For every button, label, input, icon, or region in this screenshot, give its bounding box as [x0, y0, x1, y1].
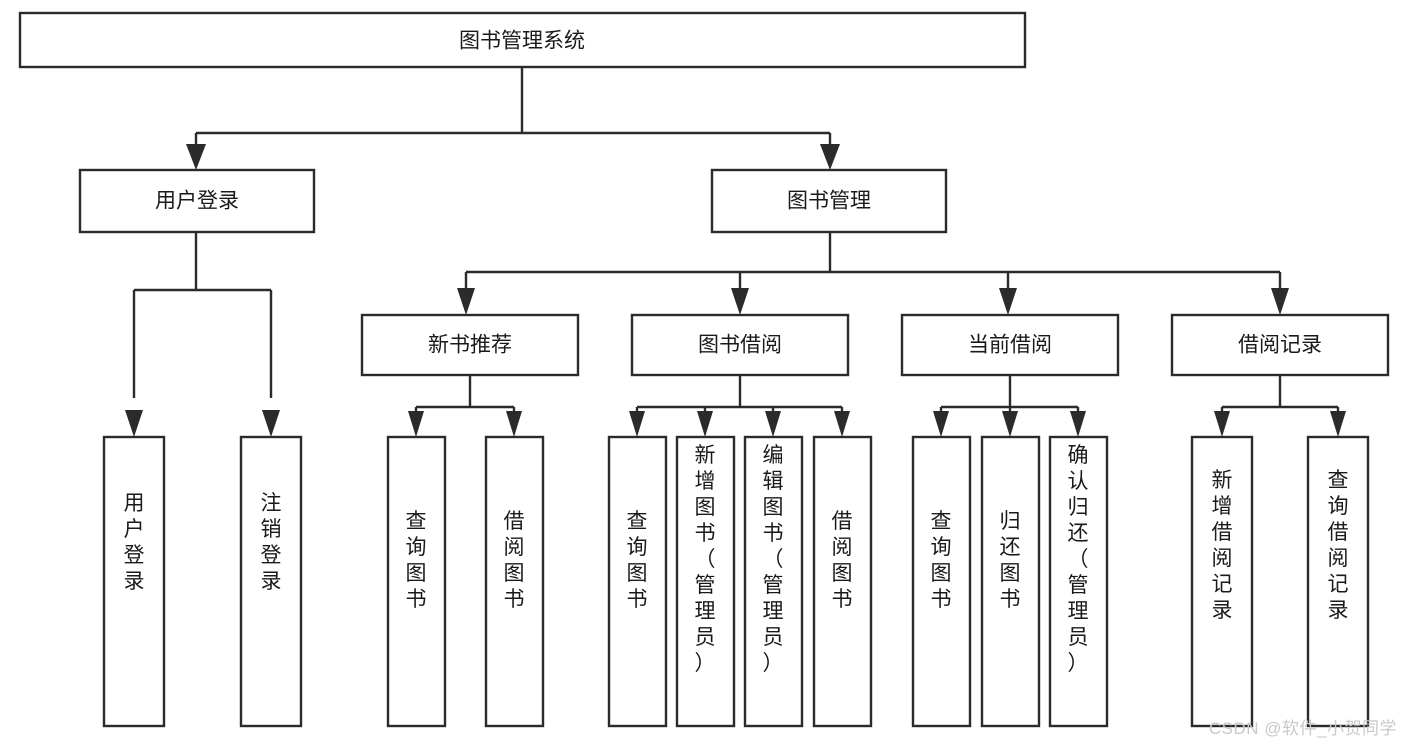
- node-leaf-add-book-label: 新增图书（管理员）: [695, 444, 716, 675]
- arrowhead-leaf-query-book-1: [408, 411, 424, 437]
- watermark-text: CSDN @软件_小贺同学: [1208, 719, 1397, 738]
- node-book-management-box[interactable]: [710, 168, 948, 234]
- node-leaf-confirm-return-label: 确认归还（管理员）: [1068, 444, 1089, 675]
- node-leaf-logout-login-box[interactable]: [239, 435, 303, 728]
- node-leaf-query-record-label: 查询借阅记录: [1328, 469, 1349, 622]
- arrowhead-book-borrow: [731, 288, 749, 315]
- node-book-management-label: 图书管理: [787, 190, 871, 213]
- node-leaf-borrow-book-1-box[interactable]: [484, 435, 545, 728]
- node-root[interactable]: 图书管理系统: [18, 11, 1027, 69]
- arrowhead-leaf-logout-login: [262, 410, 280, 437]
- node-leaf-query-book-3[interactable]: 查询图书: [911, 435, 972, 728]
- node-leaf-edit-book-label: 编辑图书（管理员）: [763, 444, 784, 675]
- node-leaf-confirm-return[interactable]: 确认归还（管理员）: [1048, 435, 1109, 728]
- node-new-book-recommend-box[interactable]: [360, 313, 580, 377]
- node-book-management[interactable]: 图书管理: [710, 168, 948, 234]
- node-leaf-query-book-3-box[interactable]: [911, 435, 972, 728]
- node-user-login-box[interactable]: [78, 168, 316, 234]
- node-leaf-return-book-box[interactable]: [980, 435, 1041, 728]
- node-leaf-add-record-label: 新增借阅记录: [1212, 469, 1233, 622]
- node-leaf-borrow-book-1-label: 借阅图书: [504, 510, 525, 611]
- node-root-box[interactable]: [18, 11, 1027, 69]
- node-current-borrow[interactable]: 当前借阅: [900, 313, 1120, 377]
- node-leaf-borrow-book-2-box[interactable]: [812, 435, 873, 728]
- node-leaf-user-login[interactable]: 用户登录: [102, 435, 166, 728]
- node-leaf-borrow-book-2-label: 借阅图书: [832, 510, 853, 611]
- node-leaf-query-book-1-box[interactable]: [386, 435, 447, 728]
- node-new-book-recommend-label: 新书推荐: [428, 334, 512, 357]
- arrowhead-leaf-edit-book: [765, 411, 781, 437]
- arrowhead-user-login: [186, 144, 206, 170]
- node-leaf-add-book-box[interactable]: [675, 435, 736, 728]
- node-current-borrow-label: 当前借阅: [968, 334, 1052, 357]
- arrowhead-borrow-record: [1271, 288, 1289, 315]
- arrowhead-leaf-confirm-return: [1070, 411, 1086, 437]
- node-leaf-borrow-book-1[interactable]: 借阅图书: [484, 435, 545, 728]
- node-leaf-query-book-1[interactable]: 查询图书: [386, 435, 447, 728]
- node-leaf-user-login-box[interactable]: [102, 435, 166, 728]
- arrowhead-leaf-borrow-book-2: [834, 411, 850, 437]
- node-leaf-borrow-book-2[interactable]: 借阅图书: [812, 435, 873, 728]
- node-leaf-logout-login[interactable]: 注销登录: [239, 435, 303, 728]
- node-root-label: 图书管理系统: [459, 30, 585, 53]
- node-user-login[interactable]: 用户登录: [78, 168, 316, 234]
- arrowhead-leaf-borrow-book-1: [506, 411, 522, 437]
- arrowhead-leaf-query-record: [1330, 411, 1346, 437]
- arrowhead-leaf-query-book-2: [629, 411, 645, 437]
- arrowhead-leaf-return-book: [1002, 411, 1018, 437]
- node-user-login-label: 用户登录: [155, 190, 239, 213]
- node-borrow-record-box[interactable]: [1170, 313, 1390, 377]
- node-leaf-logout-login-label: 注销登录: [261, 492, 282, 593]
- node-book-borrow[interactable]: 图书借阅: [630, 313, 850, 377]
- arrowhead-leaf-user-login: [125, 410, 143, 437]
- connector-group: [125, 67, 1346, 437]
- node-leaf-query-record[interactable]: 查询借阅记录: [1306, 435, 1370, 728]
- node-borrow-record-label: 借阅记录: [1238, 334, 1322, 357]
- node-leaf-return-book-label: 归还图书: [1000, 510, 1021, 611]
- node-borrow-record[interactable]: 借阅记录: [1170, 313, 1390, 377]
- arrowhead-leaf-query-book-3: [933, 411, 949, 437]
- arrowhead-current-borrow: [999, 288, 1017, 315]
- node-leaf-edit-book-box[interactable]: [743, 435, 804, 728]
- node-leaf-query-record-box[interactable]: [1306, 435, 1370, 728]
- node-leaf-confirm-return-box[interactable]: [1048, 435, 1109, 728]
- node-leaf-query-book-3-label: 查询图书: [931, 510, 952, 611]
- node-leaf-return-book[interactable]: 归还图书: [980, 435, 1041, 728]
- node-leaf-user-login-label: 用户登录: [124, 492, 145, 593]
- arrowhead-new-book-recommend: [457, 288, 475, 315]
- arrowhead-leaf-add-record: [1214, 411, 1230, 437]
- node-leaf-query-book-2-label: 查询图书: [627, 510, 648, 611]
- node-leaf-add-record-box[interactable]: [1190, 435, 1254, 728]
- node-leaf-add-book[interactable]: 新增图书（管理员）: [675, 435, 736, 728]
- node-book-borrow-box[interactable]: [630, 313, 850, 377]
- arrowhead-book-management: [820, 144, 840, 170]
- node-leaf-edit-book[interactable]: 编辑图书（管理员）: [743, 435, 804, 728]
- node-leaf-query-book-1-label: 查询图书: [406, 510, 427, 611]
- node-leaf-add-record[interactable]: 新增借阅记录: [1190, 435, 1254, 728]
- arrowhead-leaf-add-book: [697, 411, 713, 437]
- node-leaf-query-book-2[interactable]: 查询图书: [607, 435, 668, 728]
- node-new-book-recommend[interactable]: 新书推荐: [360, 313, 580, 377]
- node-book-borrow-label: 图书借阅: [698, 334, 782, 357]
- node-current-borrow-box[interactable]: [900, 313, 1120, 377]
- node-leaf-query-book-2-box[interactable]: [607, 435, 668, 728]
